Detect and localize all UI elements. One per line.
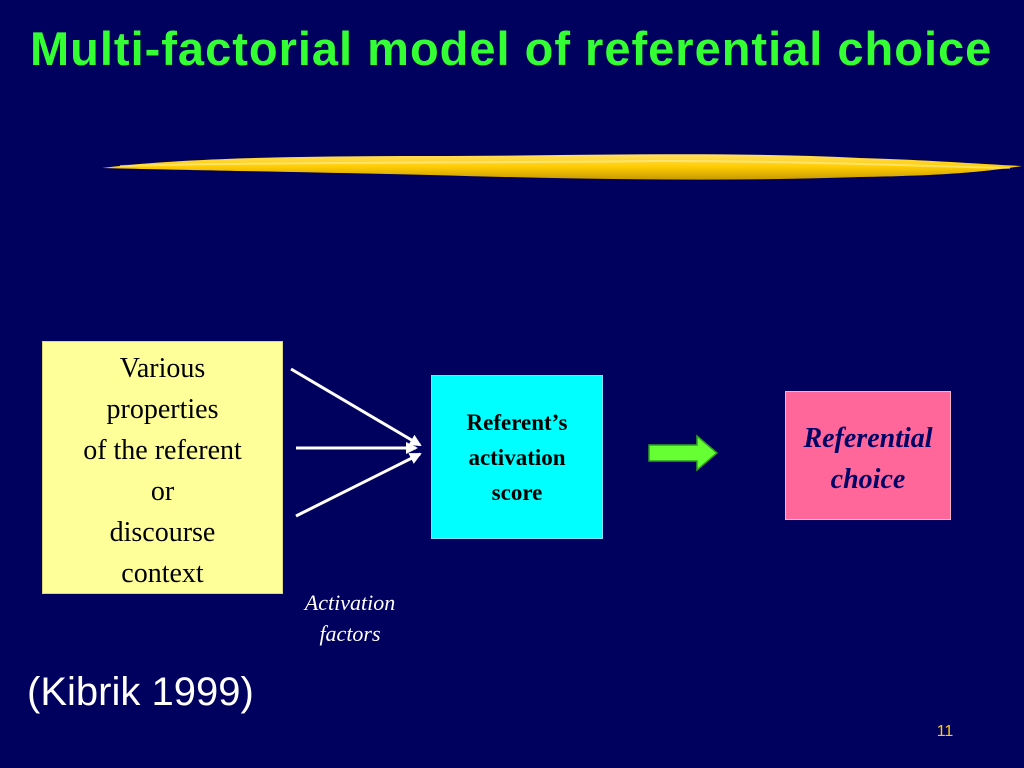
citation: (Kibrik 1999): [27, 670, 254, 714]
output-arrow-icon: [648, 434, 719, 472]
slide-title: Multi-factorial model of referential cho…: [30, 22, 993, 75]
activation-factors-label: Activation factors: [304, 590, 396, 646]
activation-score-box: Referent’s activation score: [431, 375, 603, 539]
referential-choice-box: Referential choice: [785, 391, 951, 520]
referent-properties-box: Various properties of the referent or di…: [42, 341, 283, 594]
page-number: 11: [936, 723, 954, 740]
lower-activation-arrow: [295, 452, 422, 518]
title-underline-decoration: [102, 154, 1022, 180]
upper-activation-arrow: [290, 367, 422, 447]
